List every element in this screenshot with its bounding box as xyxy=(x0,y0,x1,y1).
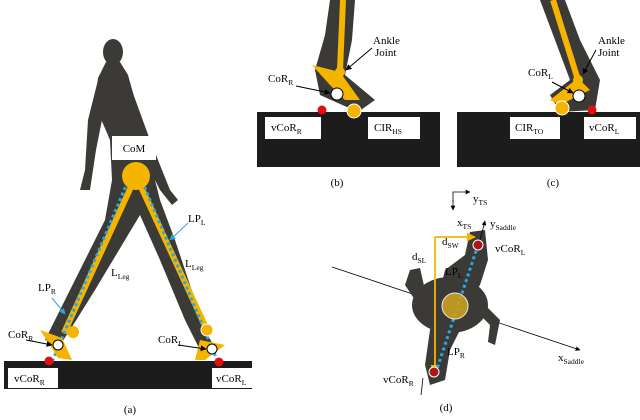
vcor-right-box xyxy=(8,368,58,388)
vcor-right-label: vCoRR xyxy=(383,374,414,388)
lp-left-arrow xyxy=(169,222,189,241)
vcor-right-marker xyxy=(317,105,327,115)
com-circle xyxy=(441,292,469,320)
y-saddle-axis xyxy=(479,220,487,241)
cor-left-marker xyxy=(206,343,218,355)
cor-right-label: CoRR xyxy=(8,329,33,343)
ankle-arrow xyxy=(345,47,373,71)
vcor-left-label: vCoRL xyxy=(216,373,247,387)
shank-line xyxy=(550,0,581,81)
caption-b: (b) xyxy=(331,177,344,189)
foot-axis xyxy=(420,377,424,396)
lp-right-label: LPR xyxy=(447,346,465,360)
cor-left-label: CoRL xyxy=(528,67,553,81)
ts-frame-axes xyxy=(452,189,471,202)
ankle-joint-marker xyxy=(573,75,583,85)
lp-right-arrow xyxy=(51,297,66,315)
cor-right-label: CoRR xyxy=(268,73,293,87)
caption-a: (a) xyxy=(124,404,137,416)
vcor-right-marker xyxy=(428,366,440,378)
ankle-arrow xyxy=(582,49,597,75)
cor-right-arrow xyxy=(25,339,53,347)
com-circle xyxy=(122,162,150,190)
y-saddle-label: ySaddle xyxy=(490,218,517,232)
x-ts-label: xTS xyxy=(457,217,471,231)
cir-box xyxy=(368,117,420,139)
leg-length-right-label: LLeg xyxy=(111,267,130,281)
right-ankle xyxy=(67,326,79,338)
com-label-box xyxy=(112,136,156,160)
vcor-right-marker xyxy=(44,356,54,366)
cor-arrow xyxy=(551,81,574,94)
cir-marker xyxy=(554,100,570,116)
vcor-left-marker xyxy=(214,357,224,367)
panel-a: CoM LPL LLeg LLeg LPR CoRR CoRL vCoRR vC… xyxy=(4,39,254,416)
cir-box xyxy=(510,117,560,139)
lp-left-label: LPL xyxy=(445,266,463,280)
vcor-left-label: vCoRL xyxy=(495,243,526,257)
cir-label: CIRHS xyxy=(374,122,402,136)
x-saddle-label: xSaddle xyxy=(558,352,585,366)
caption-c: (c) xyxy=(547,177,560,189)
cor-left-arrow xyxy=(177,344,207,352)
ankle-joint-marker xyxy=(335,67,345,77)
vcor-right-label: vCoRR xyxy=(271,122,302,136)
right-leg-line xyxy=(61,174,139,335)
caption-d: (d) xyxy=(440,402,453,414)
d-sw-label: dSW xyxy=(442,236,460,250)
vcor-left-label: vCoRL xyxy=(589,122,620,136)
vcor-left-box xyxy=(212,368,254,388)
foot xyxy=(312,65,360,100)
cor-left-marker xyxy=(572,89,586,103)
leg-length-left-label: LLeg xyxy=(185,258,204,272)
lp-left-label: LPL xyxy=(188,213,206,227)
vcor-left-marker xyxy=(587,105,597,115)
cor-arrow xyxy=(295,85,331,95)
cir-label: CIRTO xyxy=(515,122,544,136)
y-ts-label: yTS xyxy=(473,193,487,207)
vcor-left-box xyxy=(584,117,636,139)
vcor-right-box xyxy=(265,117,321,139)
d-sl-label: dSL xyxy=(412,251,427,265)
lp-right-label: LPR xyxy=(38,282,56,296)
panel-d: yTS xTS ySaddle dSW dSL vCoRL LPL LPR vC… xyxy=(331,189,585,414)
lp-right-line xyxy=(50,175,132,363)
cor-right-marker xyxy=(52,339,64,351)
cir-marker xyxy=(346,103,362,119)
vcor-left-marker xyxy=(472,239,484,251)
com-label: CoM xyxy=(123,143,146,155)
cor-left-label: CoRL xyxy=(158,334,183,348)
vcor-right-label: vCoRR xyxy=(14,373,45,387)
left-ankle xyxy=(200,323,214,337)
shank-line xyxy=(337,0,346,71)
cor-right-marker xyxy=(330,87,344,101)
